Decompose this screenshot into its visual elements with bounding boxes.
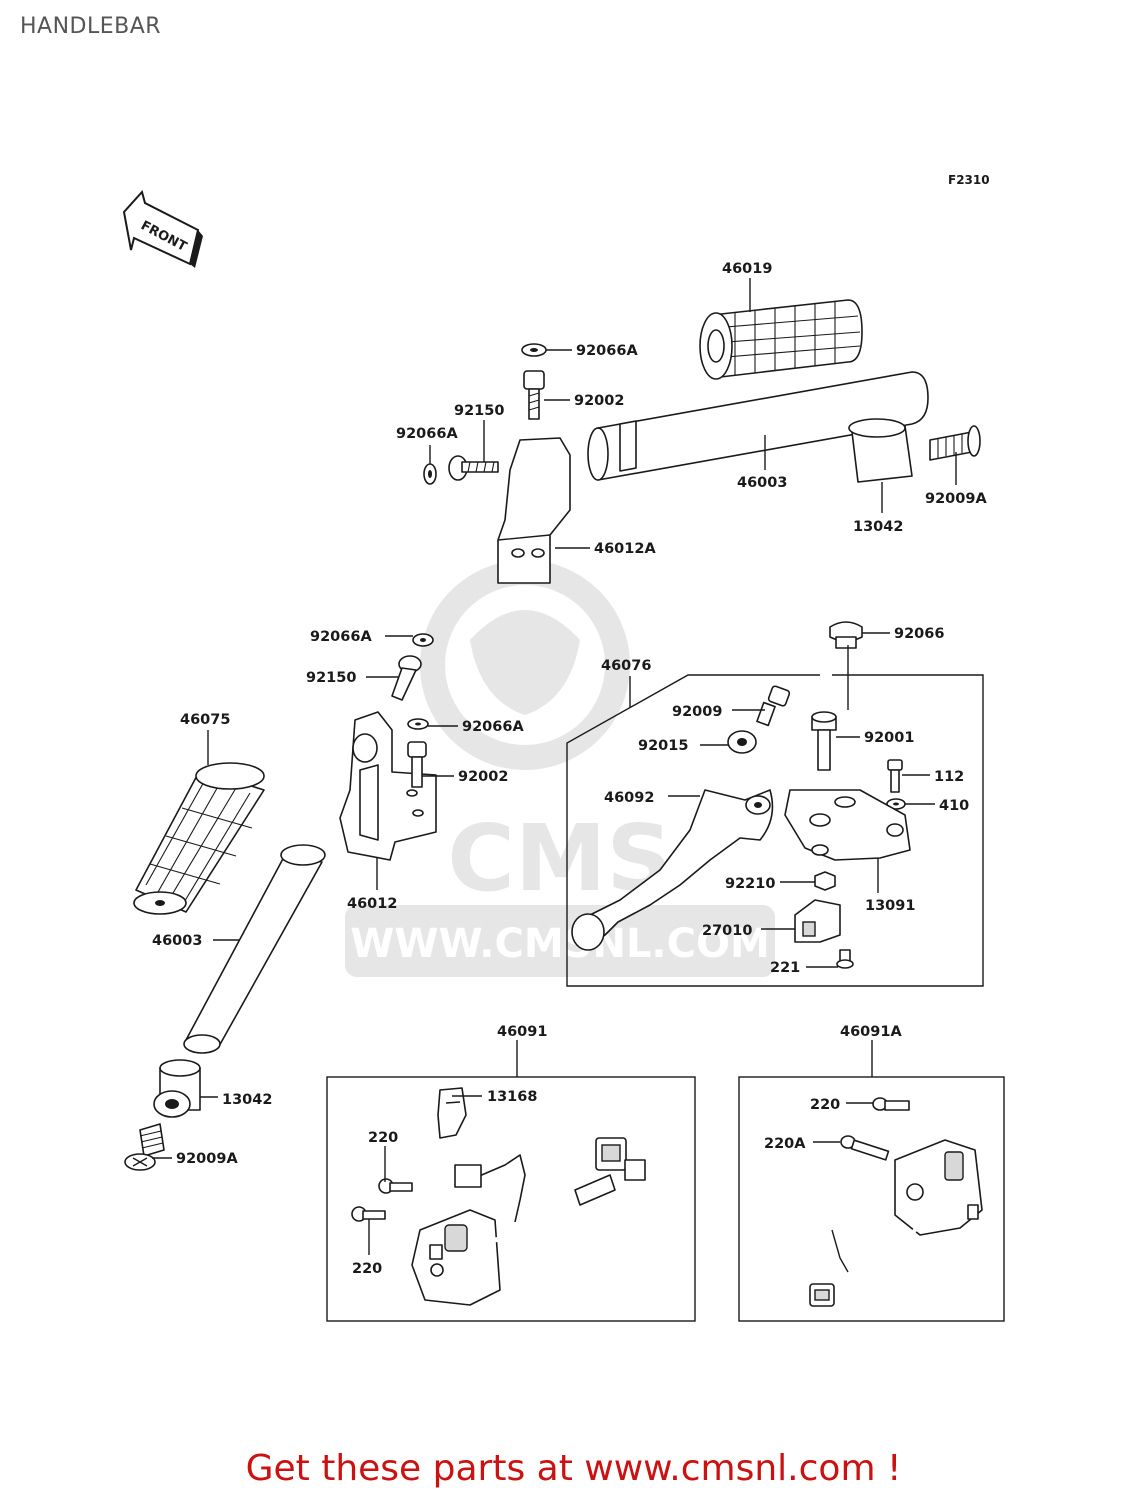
part-label-410: 410 (939, 798, 969, 814)
part-label-92150: 92150 (454, 403, 504, 419)
screw-221 (836, 949, 854, 969)
part-label-92009A: 92009A (925, 491, 987, 507)
part-label-13091: 13091 (865, 898, 915, 914)
watermark-url: WWW.CMSNL.COM (350, 921, 770, 967)
right-switch-housing (809, 1139, 983, 1307)
switch-27010 (794, 899, 841, 943)
part-label-92001: 92001 (864, 730, 914, 746)
screw-220-upper (378, 1178, 413, 1194)
part-label-92210: 92210 (725, 876, 775, 892)
nut-92210 (814, 871, 836, 891)
part-label-46003: 46003 (152, 933, 202, 949)
left-switch-housing (411, 1137, 646, 1306)
front-arrow-icon: FRONT (122, 189, 203, 268)
part-label-92002: 92002 (574, 393, 624, 409)
weight-13042-upper (848, 418, 913, 483)
part-label-220: 220 (352, 1261, 382, 1277)
part-label-27010: 27010 (702, 923, 752, 939)
leader-lines (152, 278, 957, 1255)
bolt-92150-middle (391, 655, 422, 701)
part-label-220A: 220A (764, 1136, 806, 1152)
footer-call-to-action[interactable]: Get these parts at www.cmsnl.com ! (245, 1448, 902, 1489)
nut-92015 (727, 730, 757, 754)
part-label-92002: 92002 (458, 769, 508, 785)
part-label-92009A: 92009A (176, 1151, 238, 1167)
bolt-112 (887, 759, 903, 793)
part-label-92066A: 92066A (462, 719, 524, 735)
part-label-92150: 92150 (306, 670, 356, 686)
screw-220-right (872, 1097, 910, 1111)
clip-13168 (437, 1087, 467, 1139)
screw-220A (840, 1135, 890, 1161)
handlebar-46003-lower (183, 844, 326, 1054)
part-label-220: 220 (368, 1130, 398, 1146)
watermark-logo: CMS WWW.CMSNL.COM (345, 560, 775, 977)
part-label-92066A: 92066A (576, 343, 638, 359)
screw-92009A-upper (929, 425, 981, 461)
washer-92066A-top (521, 343, 547, 357)
part-label-46003: 46003 (737, 475, 787, 491)
part-label-46075: 46075 (180, 712, 230, 728)
switch-housing-box-46091 (326, 1040, 696, 1322)
part-label-112: 112 (934, 769, 964, 785)
bolt-92002-top (523, 370, 545, 420)
part-label-92009: 92009 (672, 704, 722, 720)
part-label-46091A: 46091A (840, 1024, 902, 1040)
part-label-46012: 46012 (347, 896, 397, 912)
holder-46012 (339, 711, 437, 861)
screw-92009 (756, 685, 791, 727)
left-grip-46075 (133, 762, 265, 915)
part-label-13042: 13042 (222, 1092, 272, 1108)
part-labels: 46019 92066A 92002 92150 92066A 46003 13… (152, 261, 987, 1277)
holder-46012A (497, 437, 571, 584)
screw-92009A-lower (124, 1123, 165, 1171)
part-label-46091: 46091 (497, 1024, 547, 1040)
washer-92066A-left (423, 463, 437, 485)
cap-92066 (829, 621, 863, 649)
part-label-46019: 46019 (722, 261, 772, 277)
part-label-92066A: 92066A (396, 426, 458, 442)
part-label-46012A: 46012A (594, 541, 656, 557)
screw-220-lower (351, 1206, 386, 1222)
part-label-92015: 92015 (638, 738, 688, 754)
part-label-92066: 92066 (894, 626, 944, 642)
bolt-92150-top (448, 455, 499, 481)
lever-46092 (571, 789, 774, 951)
bolt-92001 (811, 711, 837, 771)
part-label-92066A: 92066A (310, 629, 372, 645)
bracket-13091 (784, 789, 911, 861)
part-label-46076: 46076 (601, 658, 651, 674)
figure-code: F2310 (948, 173, 990, 187)
switch-housing-box-46091A (738, 1040, 1005, 1322)
page-title: HANDLEBAR (20, 14, 162, 39)
right-grip-46019 (699, 299, 863, 380)
part-label-13168: 13168 (487, 1089, 537, 1105)
washer-92066A-middle (412, 633, 434, 647)
clutch-lever-assembly-box (566, 674, 984, 987)
bolt-92002-lower (407, 741, 427, 788)
part-label-220: 220 (810, 1097, 840, 1113)
washer-92066A-lower (407, 718, 429, 730)
part-label-13042: 13042 (853, 519, 903, 535)
weight-13042-lower (153, 1059, 201, 1118)
part-label-46092: 46092 (604, 790, 654, 806)
handlebar-46003-upper (587, 371, 929, 481)
part-label-221: 221 (770, 960, 800, 976)
